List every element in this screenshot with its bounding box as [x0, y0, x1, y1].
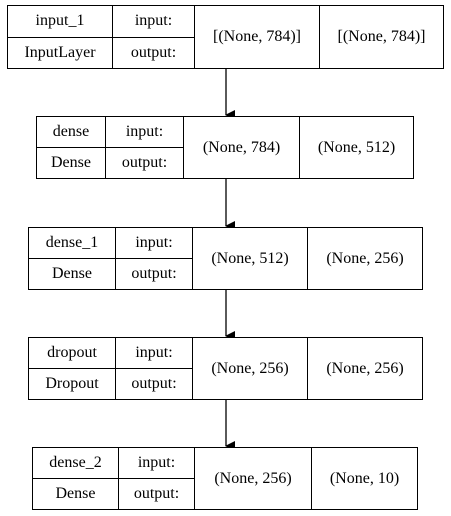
output-label: output:	[131, 265, 177, 282]
layer-type: InputLayer	[24, 43, 96, 61]
input-shape: (None, 512)	[211, 249, 289, 267]
layer-name: dense_2	[33, 448, 118, 479]
layer-type: Dense	[55, 485, 96, 502]
output-label: output:	[130, 43, 177, 61]
layer-node-dense_1: dense_1 Dense input: output: (None, 512)…	[28, 227, 423, 290]
layer-node-dense_2: dense_2 Dense input: output: (None, 256)…	[32, 447, 418, 510]
layer-name: input_1	[8, 6, 112, 38]
io-labels-cell: input: output:	[116, 228, 193, 289]
input-shape-cell: [(None, 784)]	[195, 6, 320, 68]
layer-name: dropout	[29, 338, 115, 369]
input-shape: (None, 256)	[214, 469, 292, 487]
input-label: input:	[106, 117, 183, 148]
layer-name-cell: dropout Dropout	[29, 338, 116, 399]
input-shape-cell: (None, 512)	[193, 228, 308, 289]
layer-node-dropout: dropout Dropout input: output: (None, 25…	[28, 337, 423, 400]
layer-name: dense_1	[29, 228, 115, 259]
output-label: output:	[121, 154, 168, 171]
input-shape-cell: (None, 784)	[184, 117, 300, 178]
output-shape: (None, 256)	[326, 249, 404, 267]
input-label: input:	[119, 448, 194, 479]
layer-name-cell: dense_1 Dense	[29, 228, 116, 289]
layer-name-cell: dense Dense	[37, 117, 106, 178]
input-shape: (None, 256)	[211, 359, 289, 377]
input-shape: [(None, 784)]	[213, 28, 301, 45]
input-label: input:	[116, 338, 192, 369]
output-shape: (None, 512)	[317, 138, 396, 156]
input-shape-cell: (None, 256)	[195, 448, 312, 509]
io-labels-cell: input: output:	[116, 338, 193, 399]
output-shape: (None, 10)	[329, 469, 400, 487]
layer-type: Dense	[52, 265, 92, 282]
output-shape-cell: [(None, 784)]	[320, 6, 443, 68]
layer-type: Dense	[51, 154, 91, 171]
layer-name-cell: dense_2 Dense	[33, 448, 119, 509]
layer-name: dense	[37, 117, 105, 148]
input-shape: (None, 784)	[202, 138, 281, 156]
input-label: input:	[116, 228, 192, 259]
io-labels-cell: input: output:	[113, 6, 195, 68]
output-shape-cell: (None, 512)	[300, 117, 413, 178]
layer-node-dense: dense Dense input: output: (None, 784) (…	[36, 116, 414, 179]
layer-node-input_1: input_1 InputLayer input: output: [(None…	[7, 5, 444, 69]
output-label: output:	[133, 485, 180, 502]
output-shape: (None, 256)	[326, 359, 404, 377]
output-shape-cell: (None, 256)	[308, 338, 422, 399]
input-label: input:	[113, 6, 194, 38]
layer-type: Dropout	[45, 375, 99, 392]
output-shape-cell: (None, 10)	[312, 448, 417, 509]
io-labels-cell: input: output:	[106, 117, 184, 178]
output-shape: [(None, 784)]	[337, 28, 426, 45]
output-shape-cell: (None, 256)	[308, 228, 422, 289]
input-shape-cell: (None, 256)	[193, 338, 308, 399]
layer-name-cell: input_1 InputLayer	[8, 6, 113, 68]
output-label: output:	[131, 375, 177, 392]
io-labels-cell: input: output:	[119, 448, 195, 509]
